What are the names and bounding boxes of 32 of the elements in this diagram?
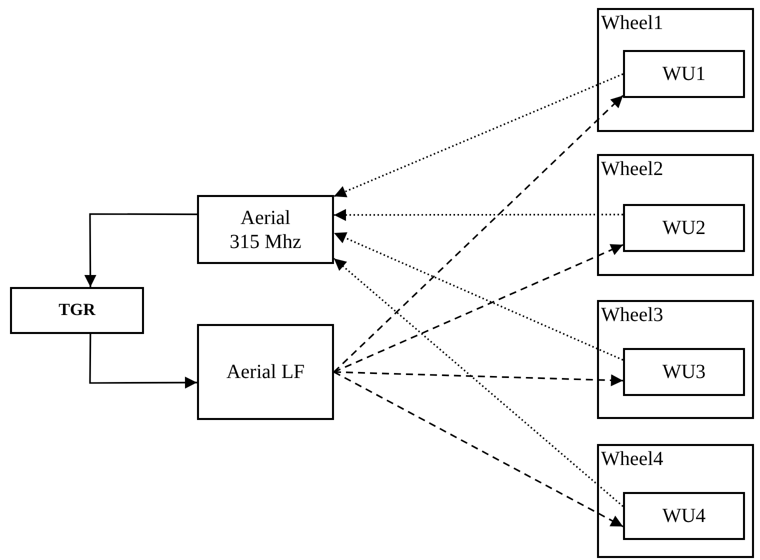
arrow bbox=[84, 213, 197, 287]
dashed-arrow bbox=[334, 371, 624, 386]
unit-box bbox=[623, 204, 745, 252]
box-label: Wheel4 bbox=[601, 448, 664, 470]
process-box bbox=[10, 287, 144, 334]
box-label: Aerial LF bbox=[225, 360, 306, 384]
process-box bbox=[197, 195, 334, 264]
dotted-arrow bbox=[334, 232, 624, 361]
box-label: WU4 bbox=[661, 504, 707, 528]
dashed-arrow bbox=[333, 95, 624, 373]
box-label: Wheel1 bbox=[601, 12, 664, 34]
unit-box bbox=[623, 492, 745, 540]
box-label: WU1 bbox=[661, 62, 707, 86]
dotted-arrow bbox=[334, 209, 623, 221]
arrow bbox=[89, 334, 197, 389]
dotted-arrow bbox=[333, 258, 624, 507]
unit-box bbox=[623, 348, 745, 396]
wheel-box bbox=[597, 300, 754, 419]
box-label: Wheel2 bbox=[601, 158, 664, 180]
box-label: Aerial 315 Mhz bbox=[228, 206, 302, 254]
unit-box bbox=[623, 50, 745, 98]
box-label: TGR bbox=[58, 300, 96, 321]
wheel-box bbox=[597, 8, 754, 132]
wheel-box bbox=[597, 444, 754, 558]
dashed-arrow bbox=[334, 244, 624, 373]
dashed-arrow bbox=[334, 371, 624, 528]
process-box bbox=[197, 324, 334, 420]
dotted-arrow bbox=[334, 73, 624, 198]
box-label: WU2 bbox=[661, 216, 707, 240]
wheel-box bbox=[597, 154, 754, 276]
box-label: Wheel3 bbox=[601, 304, 664, 326]
box-label: WU3 bbox=[661, 360, 707, 384]
